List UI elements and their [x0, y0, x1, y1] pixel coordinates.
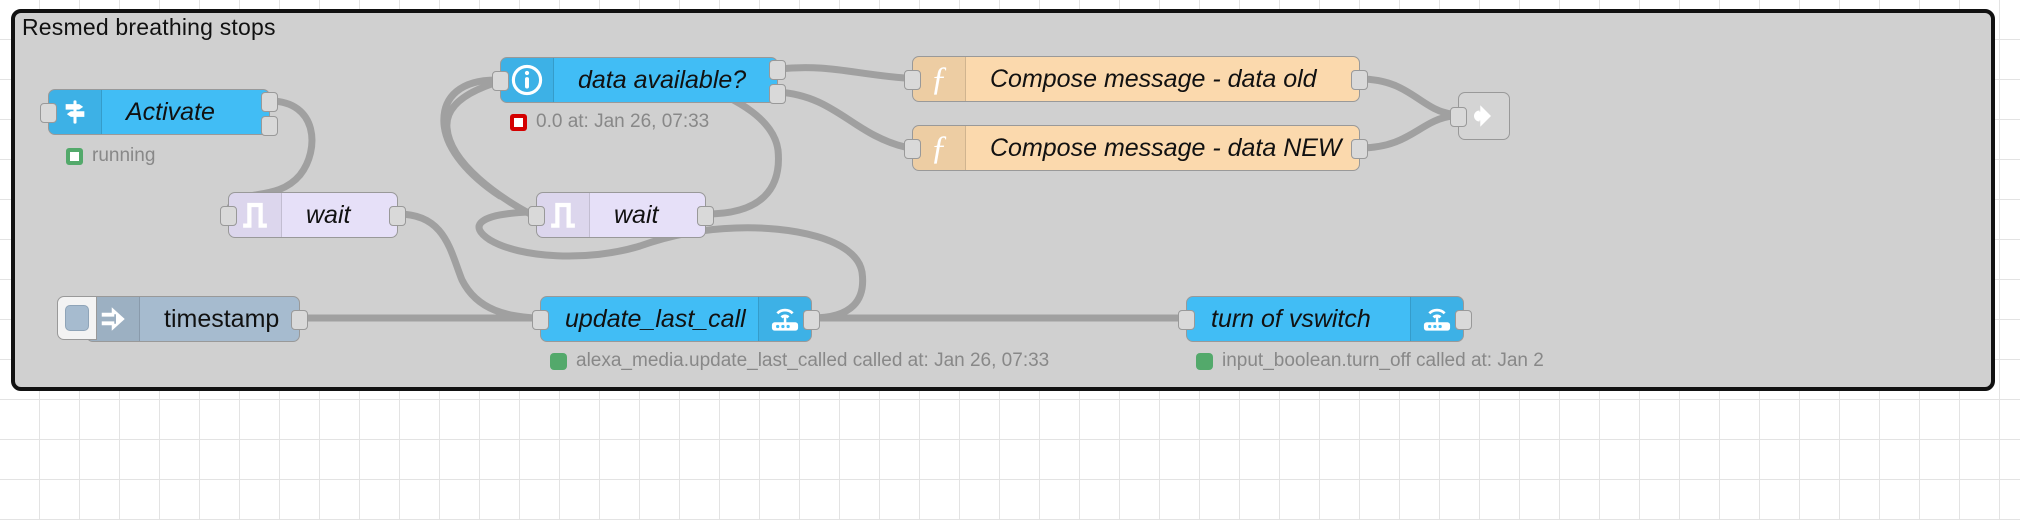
node-compose-message-data-new[interactable]: ƒ Compose message - data NEW — [904, 125, 1368, 171]
node-activate-label: Activate — [126, 97, 215, 126]
port-in[interactable] — [1178, 310, 1195, 330]
status-activate-text: running — [92, 145, 156, 166]
port-in[interactable] — [904, 70, 921, 90]
port-out-1[interactable] — [261, 92, 278, 112]
info-circle-icon — [501, 58, 554, 102]
node-timestamp-label: timestamp — [164, 304, 280, 333]
function-icon: ƒ — [913, 126, 966, 170]
status-indicator-icon — [66, 147, 83, 165]
status-indicator-icon — [510, 113, 527, 131]
port-out-2[interactable] — [261, 116, 278, 136]
node-wait-2-label: wait — [614, 200, 659, 229]
status-indicator-icon — [550, 352, 567, 370]
node-compose-old-label: Compose message - data old — [990, 64, 1317, 93]
port-out-1[interactable] — [769, 60, 786, 80]
svg-text:ƒ: ƒ — [931, 131, 948, 165]
status-data-available: 0.0 at: Jan 26, 07:33 — [510, 111, 709, 133]
status-activate: running — [66, 145, 155, 167]
svg-text:ƒ: ƒ — [931, 62, 948, 96]
status-data-available-text: 0.0 at: Jan 26, 07:33 — [536, 111, 710, 132]
node-data-available-label: data available? — [578, 65, 747, 94]
node-turn-off-vswitch-label: turn of vswitch — [1211, 304, 1371, 333]
router-wifi-icon — [758, 297, 811, 341]
port-out[interactable] — [291, 310, 308, 330]
node-wait-1-label: wait — [306, 200, 351, 229]
signpost-icon — [49, 90, 102, 134]
port-in[interactable] — [904, 139, 921, 159]
status-turn-off-vswitch: input_boolean.turn_off called at: Jan 2 — [1196, 350, 1544, 372]
node-data-available[interactable]: data available? — [492, 57, 786, 104]
node-update-last-call-label: update_last_call — [565, 304, 746, 333]
port-in[interactable] — [40, 103, 57, 123]
function-icon: ƒ — [913, 57, 966, 101]
inject-trigger-button[interactable] — [57, 296, 97, 340]
node-compose-new-label: Compose message - data NEW — [990, 133, 1342, 162]
status-update-last-call-text: alexa_media.update_last_called called at… — [576, 350, 1050, 371]
node-timestamp-inject[interactable]: timestamp — [57, 296, 308, 342]
port-in[interactable] — [528, 206, 545, 226]
port-out[interactable] — [803, 310, 820, 330]
node-link-call[interactable] — [1450, 92, 1510, 140]
port-out-2[interactable] — [769, 84, 786, 104]
status-turn-off-vswitch-text: input_boolean.turn_off called at: Jan 2 — [1222, 350, 1544, 371]
node-wait-2[interactable]: wait — [528, 192, 714, 238]
status-update-last-call: alexa_media.update_last_called called at… — [550, 350, 1049, 372]
port-in[interactable] — [532, 310, 549, 330]
pulse-icon — [537, 193, 590, 237]
pulse-icon — [229, 193, 282, 237]
node-compose-message-data-old[interactable]: ƒ Compose message - data old — [904, 56, 1368, 102]
port-out[interactable] — [697, 206, 714, 226]
node-update-last-call[interactable]: update_last_call — [532, 296, 820, 342]
port-in[interactable] — [492, 71, 509, 91]
port-out[interactable] — [1351, 70, 1368, 90]
port-out[interactable] — [1351, 139, 1368, 159]
node-activate[interactable]: Activate — [40, 89, 278, 136]
port-in[interactable] — [220, 206, 237, 226]
port-out[interactable] — [1455, 310, 1472, 330]
node-turn-off-vswitch[interactable]: turn of vswitch — [1178, 296, 1472, 342]
link-call-icon — [1458, 93, 1510, 139]
port-out[interactable] — [389, 206, 406, 226]
node-wait-1[interactable]: wait — [220, 192, 406, 238]
status-indicator-icon — [1196, 352, 1213, 370]
router-wifi-icon — [1410, 297, 1463, 341]
group-title: Resmed breathing stops — [22, 14, 276, 40]
port-in[interactable] — [1450, 107, 1467, 127]
